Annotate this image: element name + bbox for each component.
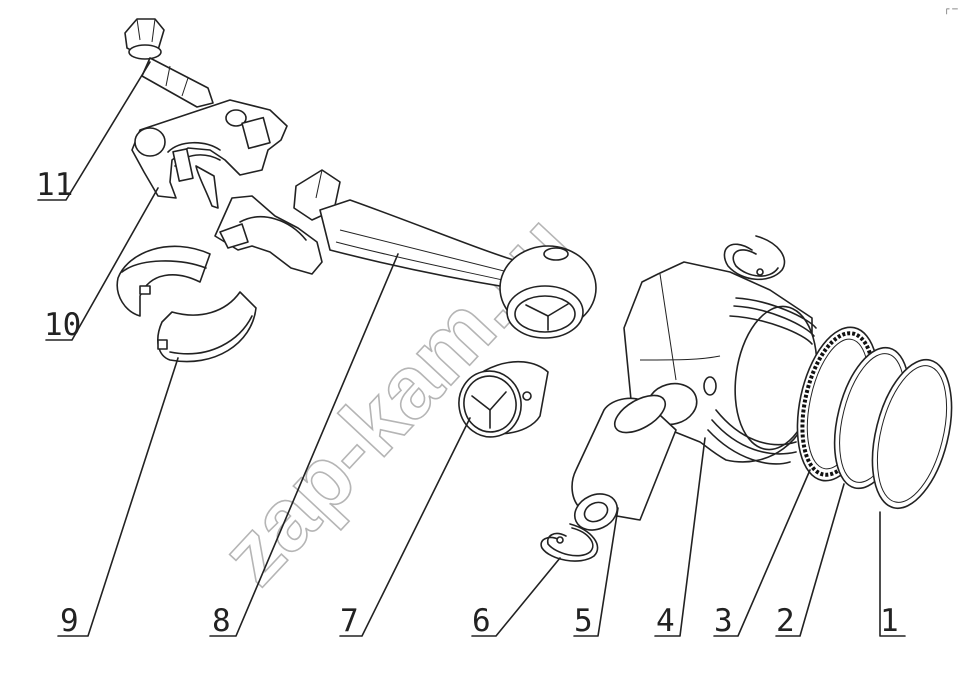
leader-line-4 (654, 437, 706, 637)
callout-5: 5 (574, 603, 593, 639)
callout-8: 8 (212, 603, 231, 639)
callout-6: 6 (472, 603, 491, 639)
callout-2: 2 (776, 603, 795, 639)
leader-line-1 (879, 511, 906, 637)
connecting-rod-icon (214, 169, 597, 339)
bearing-shell-icon (116, 245, 257, 363)
callout-4: 4 (656, 603, 675, 639)
leader-line-7 (339, 417, 471, 637)
leader-line-3 (713, 469, 811, 637)
callout-3: 3 (714, 603, 733, 639)
rod-cap-icon (131, 99, 288, 209)
leader-lines (37, 61, 906, 637)
leader-line-10 (45, 187, 159, 341)
callout-labels: 1 2 3 4 5 6 7 8 9 10 11 (36, 167, 899, 639)
corner-mark: ┌ ─ (944, 5, 958, 15)
callout-7: 7 (340, 603, 359, 639)
leader-line-8 (209, 253, 399, 637)
circlip-icon (540, 235, 786, 562)
compression-ring-icon (871, 358, 953, 510)
leader-line-2 (775, 483, 845, 637)
leader-line-11 (37, 61, 151, 201)
callout-1: 1 (880, 603, 899, 639)
bushing-icon (458, 360, 549, 438)
callout-9: 9 (60, 603, 79, 639)
piston-pin-icon (571, 394, 677, 531)
leader-line-6 (471, 557, 561, 637)
leader-line-5 (573, 507, 619, 637)
leader-line-9 (57, 357, 179, 637)
callout-11: 11 (36, 167, 73, 203)
callout-10: 10 (44, 307, 81, 343)
bolt-icon (124, 18, 214, 108)
